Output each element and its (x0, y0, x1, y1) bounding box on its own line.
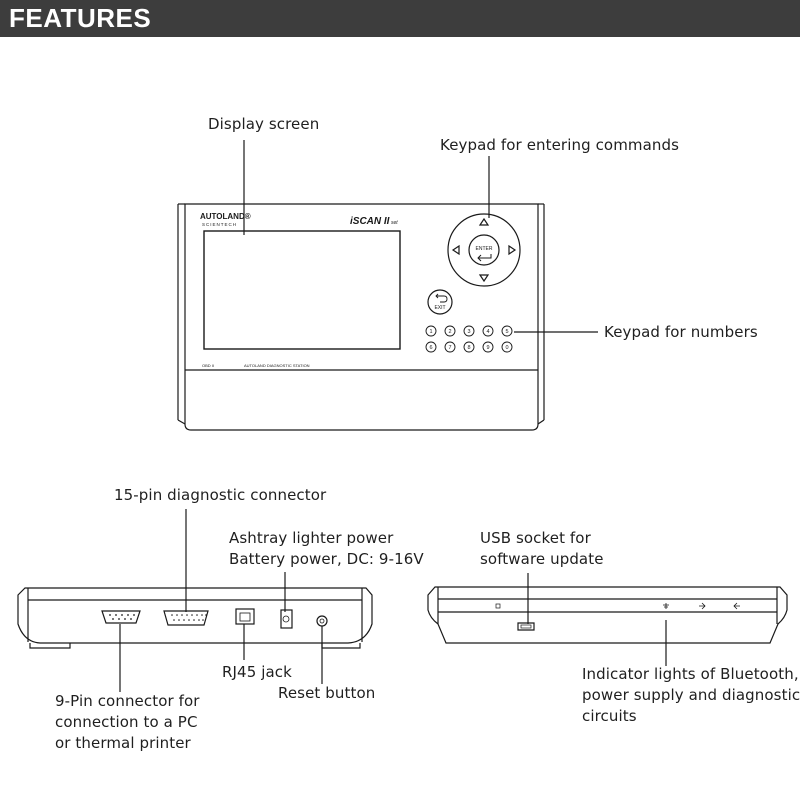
db9-port (101, 610, 141, 624)
label-indicator-3: circuits (582, 707, 637, 725)
brand-logo: AUTOLAND® (200, 212, 251, 221)
display-screen (203, 230, 401, 350)
key-0-label: 0 (505, 345, 508, 351)
device-side-usb (427, 586, 788, 644)
enter-key-label: ENTER (476, 246, 493, 252)
key-8 (463, 341, 475, 353)
label-power-1: Ashtray lighter power (229, 529, 394, 547)
side-body (427, 586, 788, 644)
key-9 (482, 341, 494, 353)
key-7 (444, 341, 456, 353)
usb-small-icon (495, 603, 501, 609)
label-nine-pin-3: or thermal printer (55, 734, 191, 752)
label-indicator-1: Indicator lights of Bluetooth, (582, 665, 799, 683)
key-5 (501, 325, 513, 337)
power-indicator-icon (699, 602, 706, 610)
label-diag-connector: 15-pin diagnostic connector (114, 486, 327, 504)
label-display-screen: Display screen (208, 115, 320, 133)
label-power-2: Battery power, DC: 9-16V (229, 550, 424, 568)
footer-center: AUTOLAND DIAGNOSTIC STATION (244, 363, 310, 368)
key-6 (425, 341, 437, 353)
label-keypad-numbers: Keypad for numbers (604, 323, 758, 341)
key-2 (444, 325, 456, 337)
exit-arrow-icon (435, 293, 448, 303)
label-keypad-commands: Keypad for entering commands (440, 136, 680, 154)
key-7-label: 7 (448, 345, 451, 351)
nav-right-icon (508, 244, 517, 256)
label-nine-pin-2: connection to a PC (55, 713, 198, 731)
label-reset: Reset button (278, 684, 376, 702)
bluetooth-indicator-icon (663, 603, 669, 609)
number-keypad (425, 325, 513, 353)
dc-power-port (280, 609, 293, 629)
model-suffix: set (391, 220, 398, 226)
page-title: FEATURES (9, 3, 152, 33)
key-4-label: 4 (486, 329, 489, 335)
key-4 (482, 325, 494, 337)
diagnostic-indicator-icon (733, 602, 740, 610)
number-key-labels: 1 2 3 4 5 6 7 8 9 0 (429, 329, 508, 351)
enter-key (468, 234, 500, 266)
nav-left-icon (451, 244, 460, 256)
key-9-label: 9 (486, 345, 489, 351)
label-indicator-2: power supply and diagnostic (582, 686, 800, 704)
reset-button (316, 615, 328, 627)
key-0 (501, 341, 513, 353)
enter-arrow-icon (477, 254, 492, 262)
label-rj45: RJ45 jack (222, 663, 292, 681)
usb-port (517, 622, 535, 631)
rear-body (17, 587, 373, 644)
rj45-port (235, 608, 255, 625)
nav-up-icon (478, 217, 490, 226)
footer-left: OBD II (202, 363, 214, 368)
device-rear-ports (17, 587, 373, 649)
key-2-label: 2 (448, 329, 451, 335)
key-1 (425, 325, 437, 337)
key-8-label: 8 (467, 345, 470, 351)
device-body (184, 203, 539, 431)
key-3 (463, 325, 475, 337)
key-1-label: 1 (429, 329, 432, 335)
label-usb-1: USB socket for (480, 529, 591, 547)
nav-keypad-ring (447, 213, 521, 287)
key-3-label: 3 (467, 329, 470, 335)
nav-down-icon (478, 274, 490, 283)
header-banner: FEATURES (0, 0, 800, 37)
db15-port (163, 610, 209, 626)
label-nine-pin-1: 9-Pin connector for (55, 692, 200, 710)
model-logo: iSCAN II (350, 216, 390, 227)
exit-key (427, 289, 453, 315)
brand-sub: SCIENTECH (202, 222, 237, 227)
key-6-label: 6 (429, 345, 432, 351)
label-usb-2: software update (480, 550, 604, 568)
exit-key-label: EXIT (434, 305, 445, 311)
device-front (177, 203, 545, 431)
key-5-label: 5 (505, 329, 508, 335)
